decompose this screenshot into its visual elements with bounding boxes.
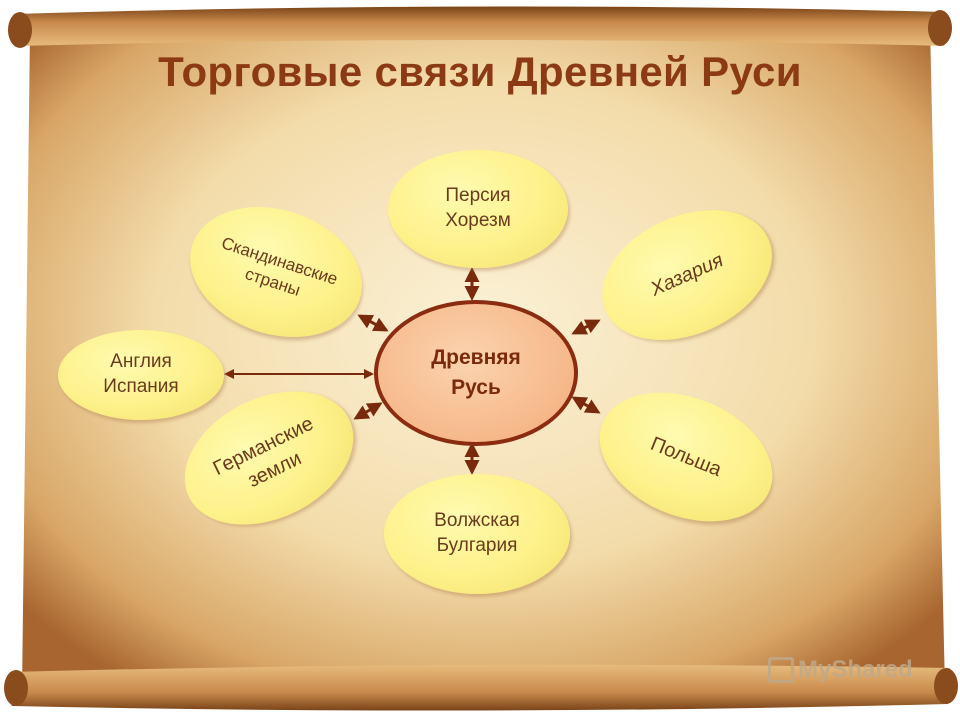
myshared-logo-icon <box>768 657 794 683</box>
node-ancient-rus: Древняя Русь <box>374 300 578 446</box>
node-volga-bulgaria: Волжская Булгария <box>384 474 570 594</box>
node-persia: Персия Хорезм <box>388 150 568 268</box>
node-volga-bulgaria-label: Волжская Булгария <box>434 510 520 556</box>
node-german-lands-label: Германские земли <box>209 412 317 492</box>
node-england-spain-label: Англия Испания <box>103 351 179 397</box>
node-khazaria-label: Хазария <box>647 249 727 301</box>
watermark: MyShared <box>768 656 913 684</box>
node-ancient-rus-label: Древняя Русь <box>431 345 521 399</box>
diagram-title: Торговые связи Древней Руси <box>158 48 802 95</box>
node-persia-label: Персия Хорезм <box>445 185 511 231</box>
node-england-spain: Англия Испания <box>58 330 224 420</box>
node-poland-label: Польша <box>647 432 725 482</box>
watermark-text: MyShared <box>798 656 913 683</box>
node-scandinavia-label: Скандинавские страны <box>219 233 341 300</box>
